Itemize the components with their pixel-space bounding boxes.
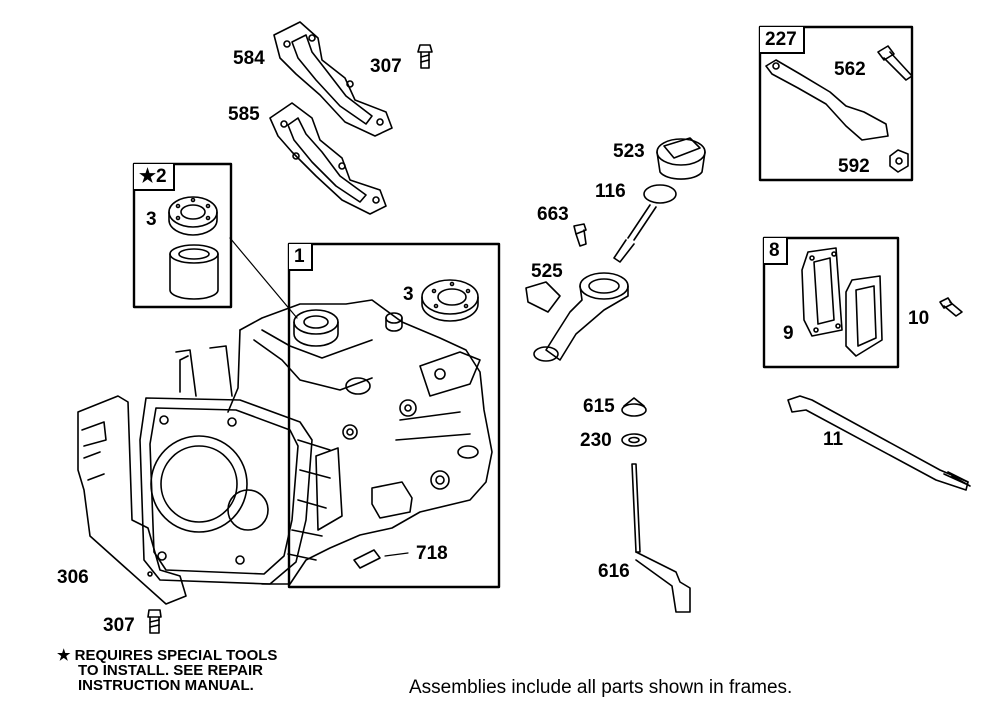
frame-8-box <box>762 236 900 369</box>
label-307-top: 307 <box>370 56 402 77</box>
special-tools-line-1: ★ REQUIRES SPECIAL TOOLS <box>57 647 278 664</box>
leader-frame2 <box>229 237 298 319</box>
label-3-block: 3 <box>403 284 414 305</box>
frame-label-2: ★2 <box>134 164 175 191</box>
frame-2-box <box>132 162 233 309</box>
frame-label-8: 8 <box>764 238 788 265</box>
bushing <box>169 244 219 300</box>
part-615 <box>621 397 647 417</box>
air-guide-306 <box>77 395 187 605</box>
label-585: 585 <box>228 104 260 125</box>
label-718: 718 <box>416 543 448 564</box>
label-523: 523 <box>613 141 645 162</box>
rod-11 <box>787 395 971 491</box>
label-10: 10 <box>908 308 930 329</box>
assemblies-footer-note: Assemblies include all parts shown in fr… <box>409 677 793 698</box>
screw-10 <box>939 297 963 317</box>
label-592: 592 <box>838 156 870 177</box>
label-9: 9 <box>783 323 794 344</box>
seal-3-kit <box>168 196 218 236</box>
screw-307-top <box>417 44 433 69</box>
label-562: 562 <box>834 59 866 80</box>
special-tools-line-3: INSTRUCTION MANUAL. <box>78 677 254 694</box>
screw-562 <box>877 45 913 81</box>
label-116: 116 <box>595 181 626 202</box>
bracket-562 <box>765 59 889 141</box>
frame-label-227: 227 <box>760 27 805 54</box>
label-307-bottom: 307 <box>103 615 135 636</box>
gasket-9 <box>801 247 843 337</box>
washer-230 <box>621 433 647 447</box>
cylinder-block <box>139 299 493 585</box>
label-584: 584 <box>233 48 265 69</box>
gasket-585 <box>269 102 387 215</box>
special-tools-note: ★ REQUIRES SPECIAL TOOLS TO INSTALL. SEE… <box>57 648 277 693</box>
label-616: 616 <box>598 561 630 582</box>
fill-tube-525 <box>525 272 629 362</box>
label-11: 11 <box>823 429 844 450</box>
label-230: 230 <box>580 430 612 451</box>
nut-592 <box>889 149 909 173</box>
label-525: 525 <box>531 261 563 282</box>
cap-523 <box>656 137 706 180</box>
frame-1-box <box>287 242 501 589</box>
label-306: 306 <box>57 567 89 588</box>
screw-663 <box>573 223 587 247</box>
special-tools-line-2: TO INSTALL. SEE REPAIR <box>78 662 264 679</box>
frame-label-1: 1 <box>289 244 313 271</box>
cover-8 <box>845 275 883 357</box>
link-616 <box>631 463 691 613</box>
label-663: 663 <box>537 204 569 225</box>
frame-227-box <box>758 25 914 182</box>
label-3-kit: 3 <box>146 209 157 230</box>
label-615: 615 <box>583 396 615 417</box>
dipstick-116 <box>613 184 677 263</box>
seal-3-block <box>421 279 479 322</box>
screw-307-bottom <box>147 609 162 634</box>
gasket-584 <box>273 21 393 137</box>
dowel-pin-718 <box>353 549 409 569</box>
